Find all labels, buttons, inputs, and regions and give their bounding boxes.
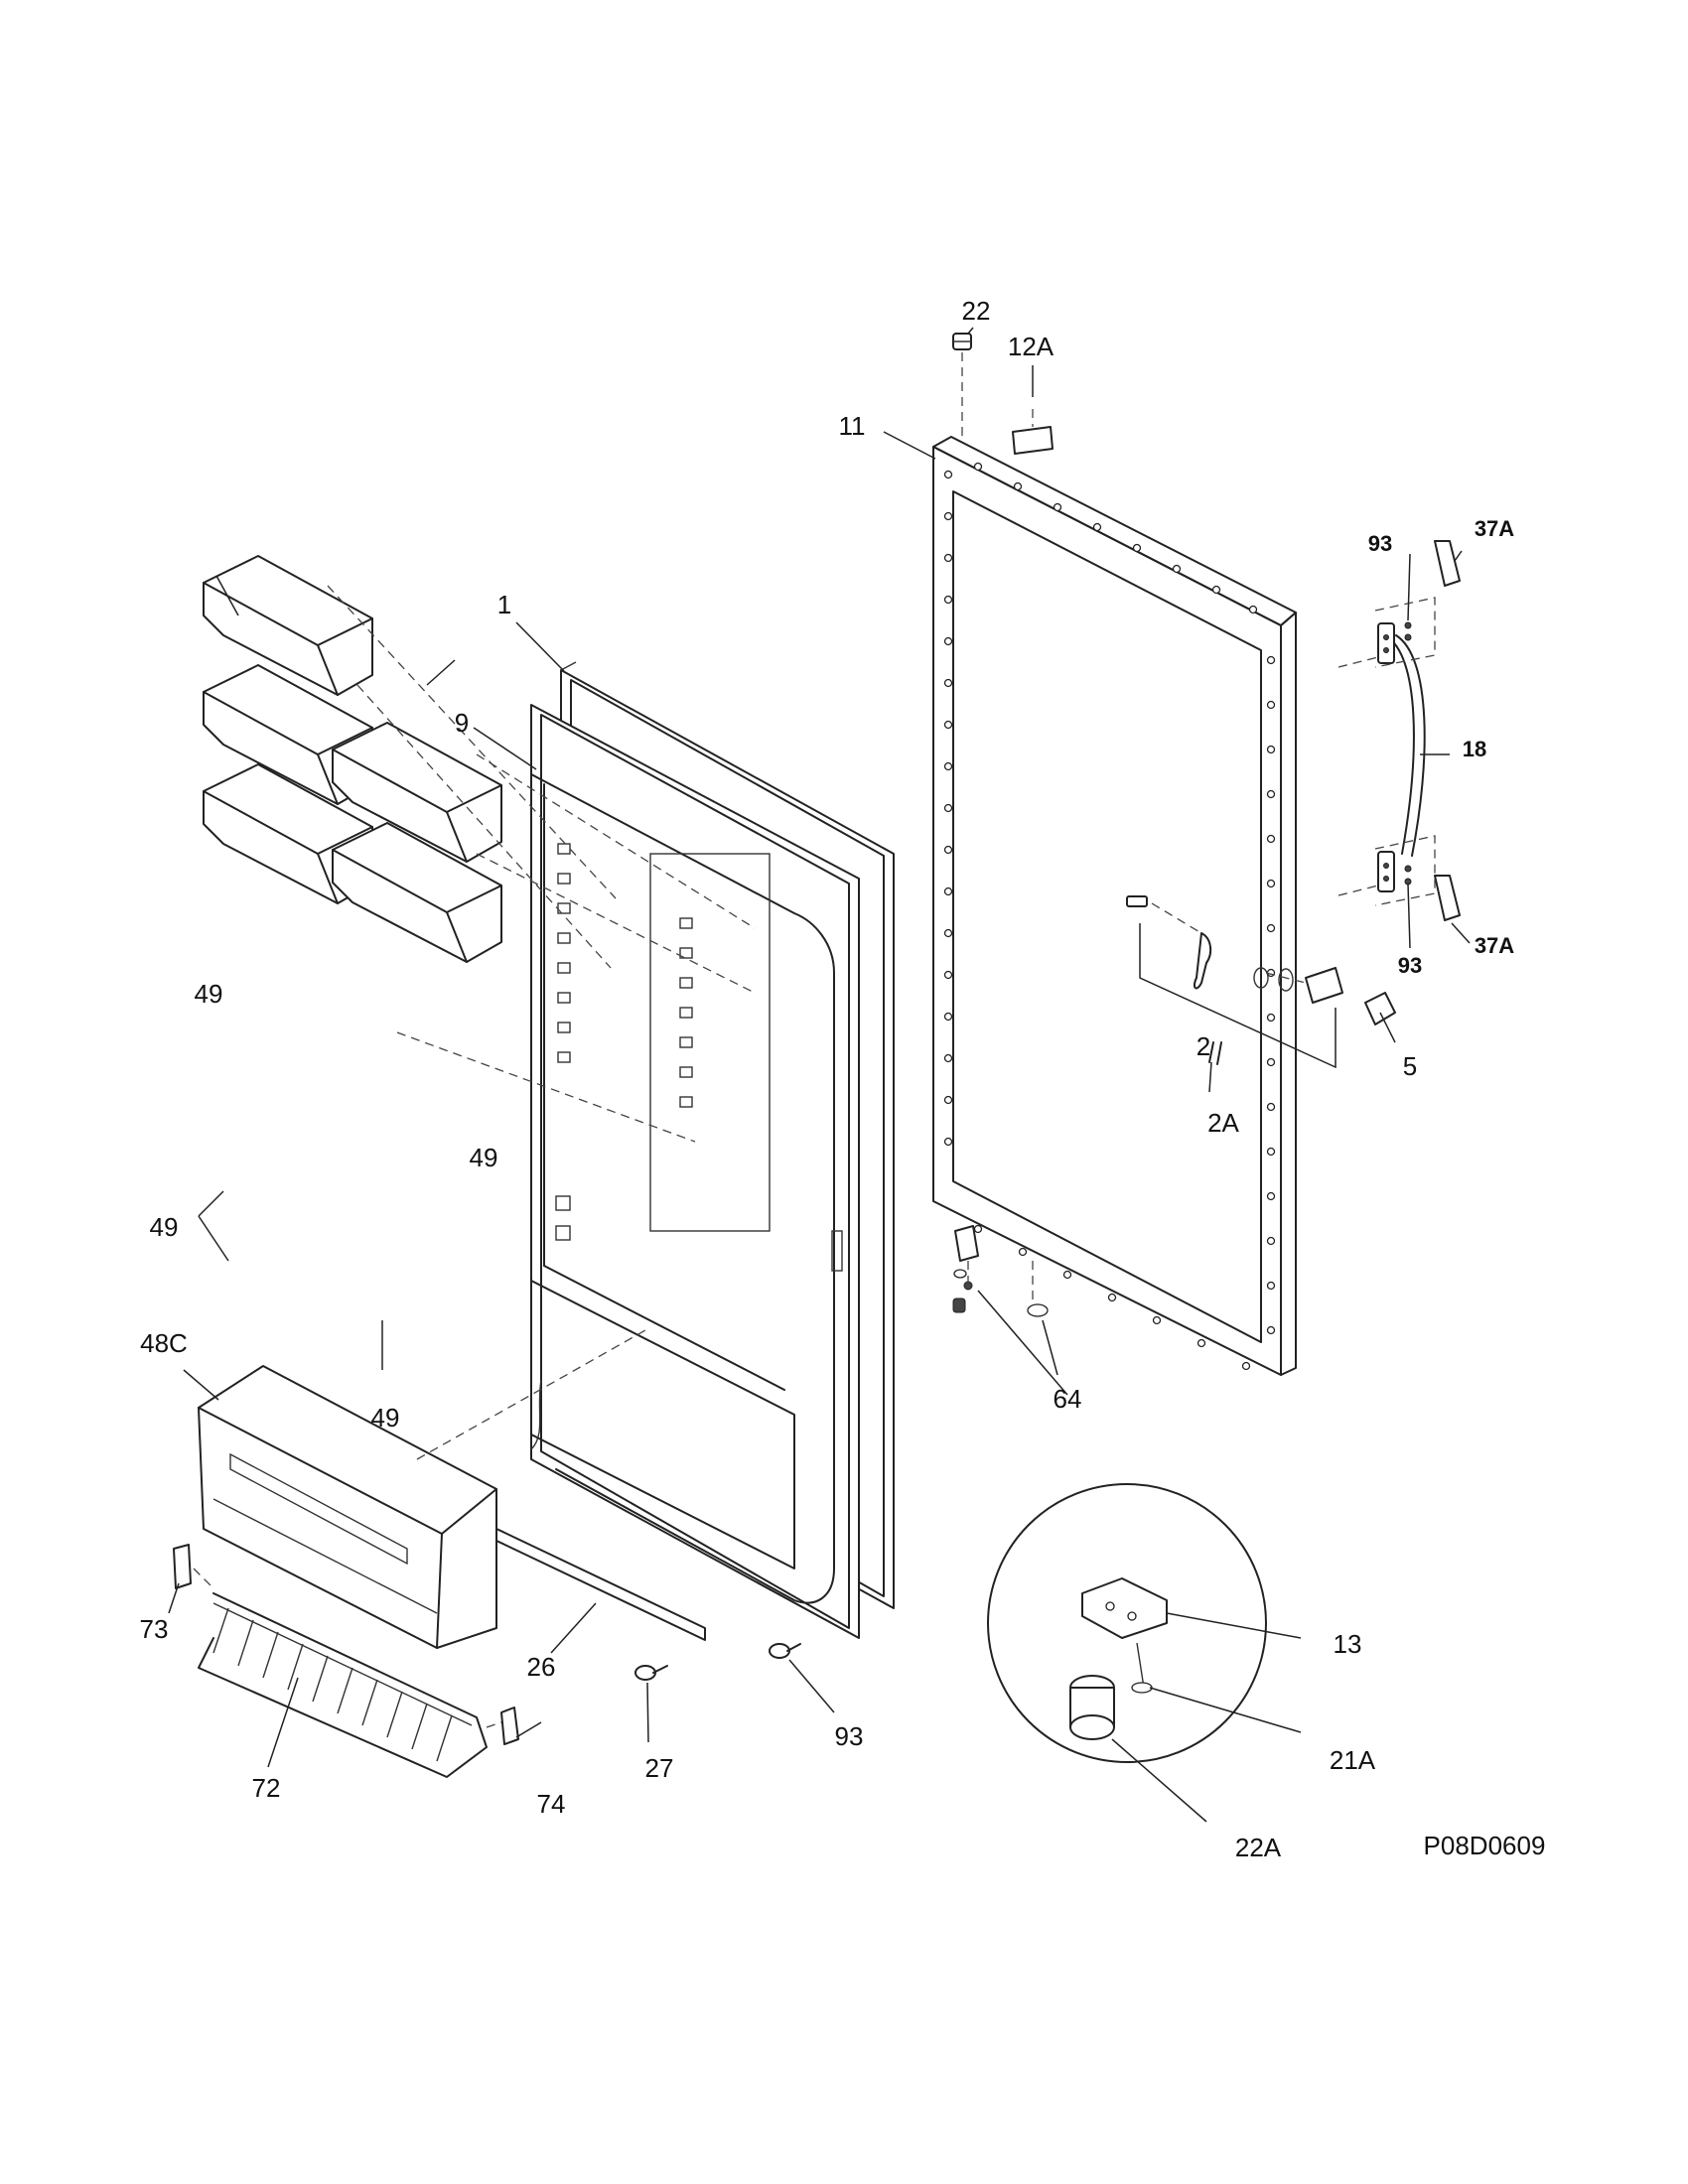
callout-74: 74 bbox=[537, 1789, 566, 1819]
callout-37A-top: 37A bbox=[1475, 516, 1514, 541]
callout-27: 27 bbox=[645, 1753, 674, 1783]
callout-93-top: 93 bbox=[1368, 531, 1392, 556]
callout-9: 9 bbox=[455, 708, 469, 738]
dairy-bin bbox=[198, 1329, 646, 1649]
callout-37A-bottom: 37A bbox=[1475, 933, 1514, 958]
callout-64: 64 bbox=[1054, 1384, 1082, 1414]
inner-door-liner bbox=[530, 704, 860, 1639]
hinge-parts bbox=[952, 1225, 1068, 1396]
trim-strip bbox=[495, 1528, 706, 1641]
callout-73: 73 bbox=[140, 1614, 169, 1644]
handle-assembly bbox=[1337, 540, 1461, 921]
screws bbox=[634, 1643, 801, 1681]
outer-door-panel bbox=[932, 436, 1297, 1376]
leader-lines bbox=[168, 327, 1471, 1768]
callout-49-c: 49 bbox=[150, 1212, 179, 1242]
callout-11: 11 bbox=[839, 411, 866, 441]
callout-13: 13 bbox=[1334, 1629, 1362, 1659]
lock-assembly bbox=[1126, 895, 1396, 1069]
callout-49-b: 49 bbox=[470, 1143, 498, 1172]
callout-22A: 22A bbox=[1235, 1833, 1282, 1862]
callout-93-bottom: 93 bbox=[835, 1721, 864, 1751]
hinge-detail-circle bbox=[987, 1483, 1302, 1823]
callout-49-d: 49 bbox=[371, 1403, 400, 1433]
callout-labels: 22 12A 11 93 37A 18 37A 93 1 9 2 5 2A 49… bbox=[140, 296, 1546, 1862]
diagram-id: P08D0609 bbox=[1424, 1831, 1546, 1860]
callout-72: 72 bbox=[252, 1773, 281, 1803]
callout-93-mid: 93 bbox=[1398, 953, 1422, 978]
shelf-clips bbox=[555, 843, 693, 1241]
callout-1: 1 bbox=[497, 590, 511, 619]
callout-48C: 48C bbox=[140, 1328, 188, 1358]
callout-12A: 12A bbox=[1008, 332, 1055, 361]
callout-5: 5 bbox=[1403, 1051, 1417, 1081]
door-panel-holes bbox=[943, 462, 1276, 1371]
label-plate bbox=[1012, 426, 1054, 455]
callout-49-a: 49 bbox=[195, 979, 223, 1009]
door-shelves bbox=[203, 555, 756, 1143]
plug-22 bbox=[952, 333, 972, 442]
callout-22: 22 bbox=[962, 296, 991, 326]
callout-26: 26 bbox=[527, 1652, 556, 1682]
callout-2A: 2A bbox=[1207, 1108, 1239, 1138]
callout-21A: 21A bbox=[1330, 1745, 1376, 1775]
callout-2: 2 bbox=[1196, 1031, 1210, 1061]
callout-18: 18 bbox=[1463, 737, 1486, 761]
wire-basket bbox=[173, 1544, 519, 1778]
